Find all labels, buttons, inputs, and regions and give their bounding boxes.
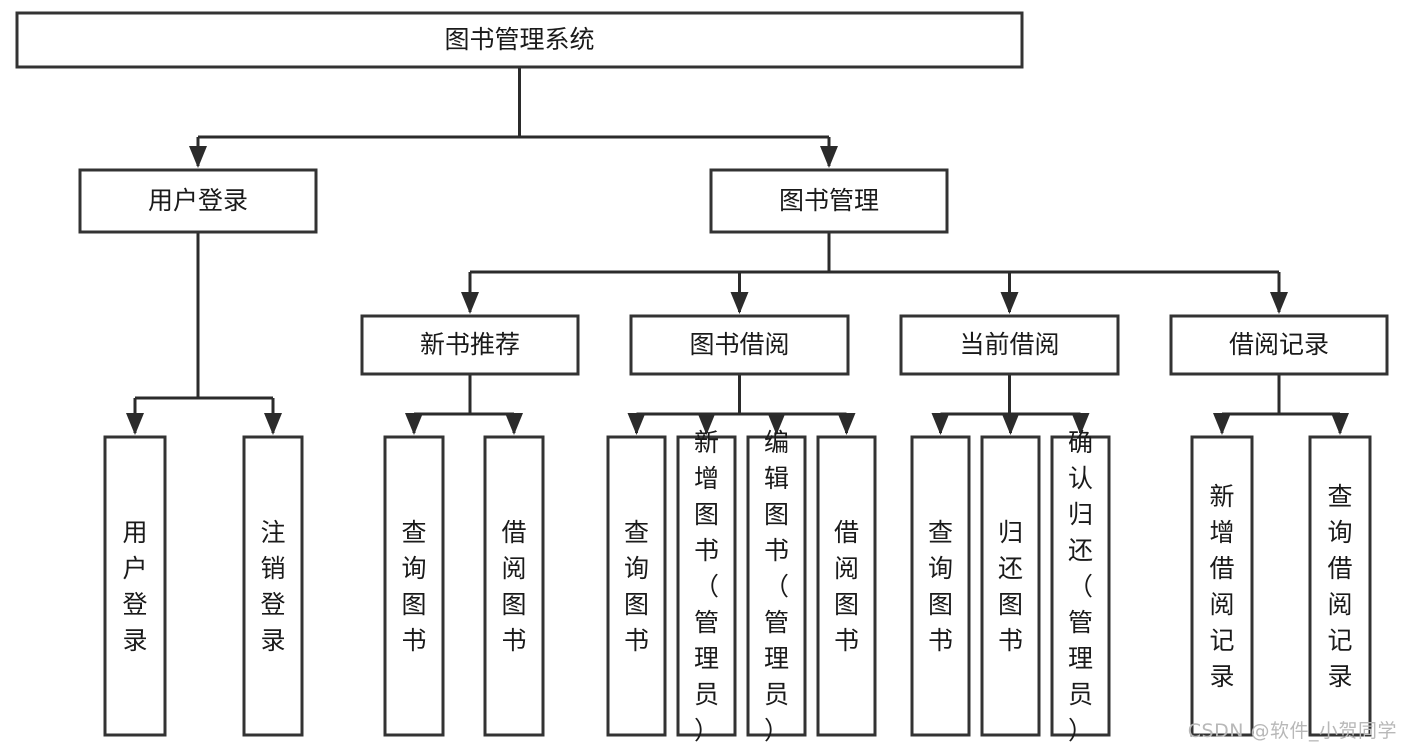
node-level3-0[interactable]: 新书推荐 [360,314,580,376]
node-leaf-5-label: 新增图书（管理员） [694,428,719,745]
node-leaf-3-label: 借阅图书 [501,518,526,655]
node-leaf-2-label: 查询图书 [401,518,426,655]
node-leaf-9[interactable]: 归还图书 [980,435,1041,737]
node-level3-2[interactable]: 当前借阅 [899,314,1120,376]
node-root[interactable]: 图书管理系统 [15,11,1024,69]
node-level3-2-label: 当前借阅 [959,330,1059,359]
node-level2-1-label: 图书管理 [779,186,879,215]
node-leaf-6[interactable]: 编辑图书（管理员） [746,428,807,745]
node-leaf-11[interactable]: 新增借阅记录 [1190,435,1254,737]
node-level2-0-label: 用户登录 [148,186,248,215]
node-level2-0[interactable]: 用户登录 [78,168,318,234]
node-leaf-7[interactable]: 借阅图书 [816,435,877,737]
node-leaf-12-label: 查询借阅记录 [1327,482,1352,691]
node-root-label: 图书管理系统 [444,25,594,54]
node-level3-1[interactable]: 图书借阅 [629,314,850,376]
node-leaf-10-label: 确认归还（管理员） [1068,428,1093,745]
node-leaf-6-label: 编辑图书（管理员） [764,428,789,745]
node-leaf-12[interactable]: 查询借阅记录 [1308,435,1372,737]
node-level3-3-label: 借阅记录 [1229,330,1329,359]
node-leaf-5[interactable]: 新增图书（管理员） [676,428,737,745]
node-leaf-0-label: 用户登录 [122,518,147,655]
node-leaf-10[interactable]: 确认归还（管理员） [1050,428,1111,745]
connector-edges-layer [126,67,1349,435]
node-leaf-0[interactable]: 用户登录 [103,435,167,737]
node-level3-1-label: 图书借阅 [689,330,789,359]
csdn-watermark: CSDN @软件_小贺同学 [1187,720,1397,742]
node-leaf-9-label: 归还图书 [998,518,1023,655]
node-leaf-1-label: 注销登录 [260,518,285,655]
node-level3-3[interactable]: 借阅记录 [1169,314,1389,376]
node-level3-0-label: 新书推荐 [420,330,520,359]
node-leaf-11-label: 新增借阅记录 [1209,482,1234,691]
node-leaf-7-label: 借阅图书 [834,518,859,655]
node-leaf-2[interactable]: 查询图书 [383,435,445,737]
node-leaf-8[interactable]: 查询图书 [910,435,971,737]
node-leaf-4-label: 查询图书 [624,518,649,655]
nodes-layer: 图书管理系统用户登录图书管理新书推荐图书借阅当前借阅借阅记录用户登录注销登录查询… [15,11,1389,745]
node-leaf-8-label: 查询图书 [928,518,953,655]
node-leaf-4[interactable]: 查询图书 [606,435,667,737]
node-level2-1[interactable]: 图书管理 [709,168,949,234]
node-leaf-1[interactable]: 注销登录 [242,435,304,737]
node-leaf-3[interactable]: 借阅图书 [483,435,545,737]
